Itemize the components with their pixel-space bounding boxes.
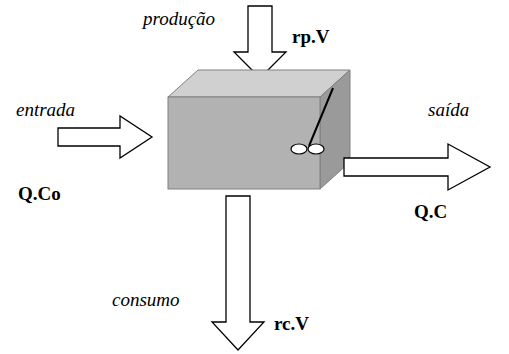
inlet-arrow [58,116,152,158]
flow-name: entrada [16,100,75,121]
flow-term: Q.C [414,202,447,223]
flow-term: Q.Co [18,184,61,205]
stirrer-shaft [309,88,333,146]
flow-name: saída [428,100,469,121]
flow-term: rc.V [274,314,309,335]
flow-term: rp.V [292,27,329,48]
consumption-arrow [212,196,264,350]
flow-name: produção [143,9,215,30]
stirrer-blade [308,144,324,154]
box-front [168,97,320,189]
stirrer-blade [291,144,307,154]
outlet-arrow [344,144,490,190]
box-top [168,70,350,97]
production-arrow [234,6,286,78]
flow-name: consumo [112,290,180,311]
